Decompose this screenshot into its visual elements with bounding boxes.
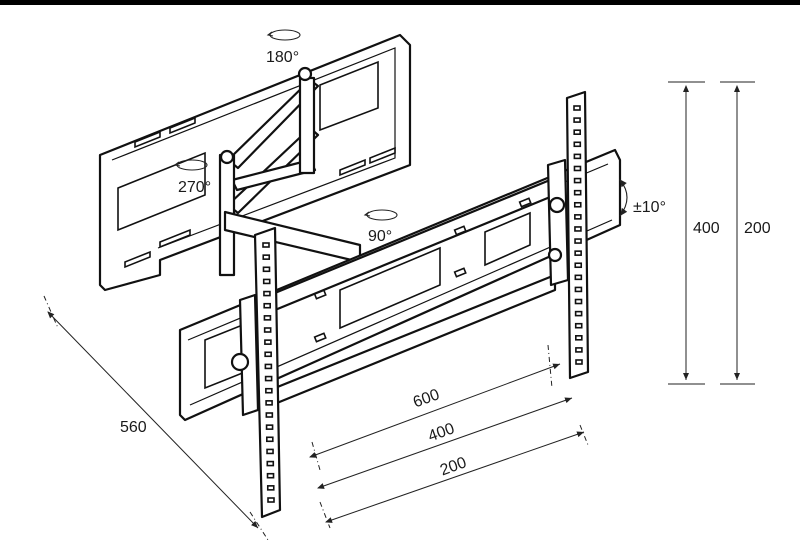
bracket-hole	[573, 165, 582, 172]
wall-plate	[98, 33, 412, 292]
bracket-hole	[574, 226, 582, 232]
bracket-hole	[574, 298, 583, 305]
width-600-label: 600	[411, 386, 442, 411]
tilt-label: ±10°	[633, 199, 666, 216]
bracket-hole	[574, 238, 582, 244]
left-bracket-holes	[262, 242, 275, 503]
bracket-hole	[264, 363, 273, 370]
width-400-label: 400	[426, 420, 457, 445]
bracket-hole	[266, 460, 275, 467]
bracket-hole	[263, 327, 272, 333]
bracket-hole	[263, 315, 272, 321]
bracket-hole	[262, 254, 271, 260]
bracket-hole	[574, 250, 582, 256]
rotation-180-icon	[266, 29, 301, 41]
height-dimension-200	[720, 81, 755, 385]
bracket-hole	[574, 322, 583, 329]
bracket-hole	[575, 359, 583, 365]
bracket-hole	[265, 412, 274, 418]
top-border	[0, 0, 800, 5]
bracket-hole	[265, 400, 273, 406]
bracket-hole	[265, 387, 273, 394]
bracket-hole	[573, 117, 581, 123]
bracket-hole	[573, 189, 582, 196]
rotation-180-label: 180°	[266, 49, 299, 66]
bracket-hole	[266, 485, 275, 491]
tilt-icon	[619, 179, 628, 217]
bracket-hole	[575, 347, 583, 353]
bracket-hole	[265, 424, 274, 430]
bracket-hole	[264, 339, 272, 345]
bracket-hole	[262, 266, 271, 273]
bracket-hole	[573, 153, 582, 160]
bracket-hole	[263, 302, 271, 309]
bracket-hole	[574, 286, 583, 293]
bracket-hole	[267, 497, 275, 503]
rotation-270-icon	[173, 159, 208, 171]
bracket-hole	[264, 351, 272, 358]
bracket-hole	[574, 262, 583, 269]
bracket-hole	[264, 375, 273, 382]
rotation-90-label: 90°	[368, 228, 392, 245]
depth-560-label: 560	[120, 419, 147, 436]
bracket-hole	[574, 310, 583, 317]
width-200-label: 200	[438, 454, 469, 479]
rotation-270-label: 270°	[178, 179, 211, 196]
bracket-hole	[574, 214, 582, 220]
bracket-hole	[575, 335, 583, 341]
bracket-hole	[574, 274, 583, 281]
right-bracket-holes	[573, 105, 583, 365]
bracket-hole	[573, 105, 581, 111]
bracket-hole	[573, 201, 582, 208]
articulating-arms	[218, 66, 362, 277]
height-dimension-400	[668, 81, 705, 385]
depth-dimension	[43, 295, 269, 541]
bracket-hole	[266, 448, 274, 455]
bracket-hole	[262, 278, 271, 285]
bracket-hole	[573, 129, 581, 135]
bracket-hole	[573, 177, 582, 184]
bracket-hole	[263, 290, 271, 297]
height-400-label: 400	[693, 220, 720, 237]
bracket-hole	[573, 141, 582, 148]
rotation-90-icon	[363, 209, 398, 221]
bracket-hole	[266, 472, 275, 479]
height-200-label: 200	[744, 220, 771, 237]
bracket-hole	[266, 436, 274, 443]
bracket-hole	[262, 242, 270, 248]
width-dimensions	[309, 344, 589, 529]
